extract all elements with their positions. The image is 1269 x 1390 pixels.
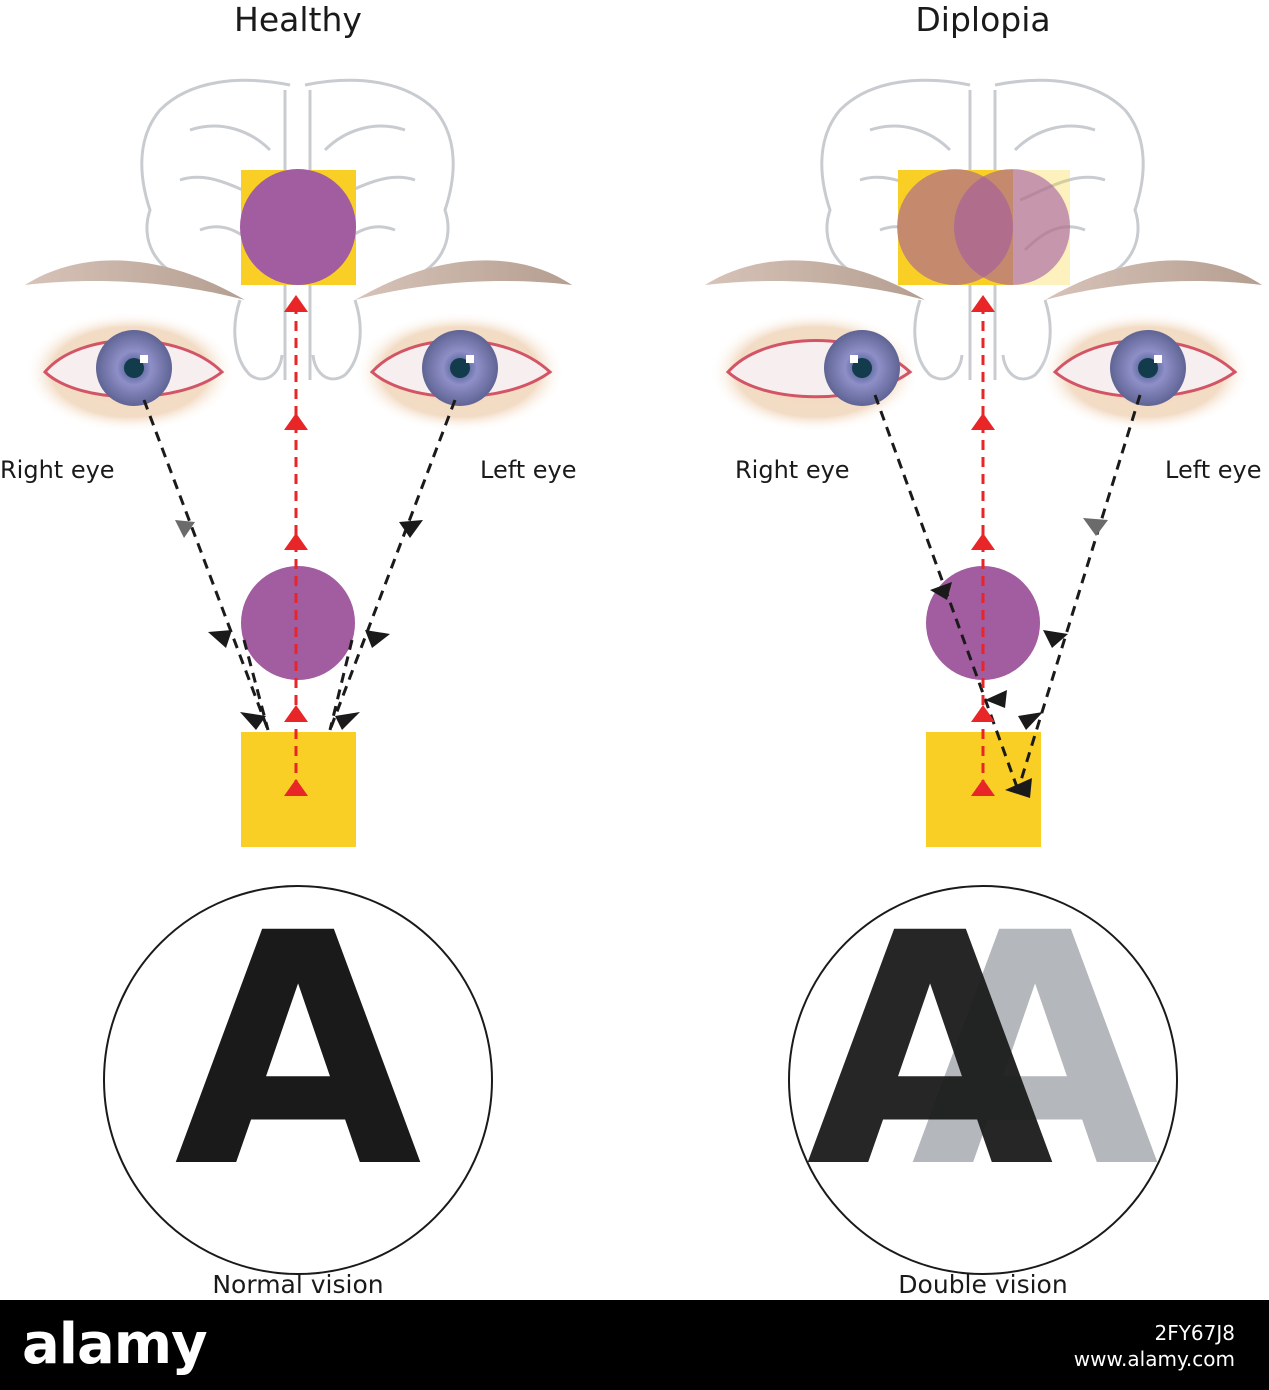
panel-title-diplopia: Diplopia xyxy=(915,0,1051,39)
caption-healthy: Normal vision xyxy=(212,1270,384,1299)
right-eye-label-diplopia: Right eye xyxy=(735,456,850,484)
left-eye-label-diplopia: Left eye xyxy=(1165,456,1262,484)
panel-title-healthy: Healthy xyxy=(234,0,362,39)
stock-footer-bar xyxy=(0,1300,1269,1390)
perceived-letter-diplopia: A xyxy=(806,866,1056,1238)
left-eye-label-healthy: Left eye xyxy=(480,456,577,484)
diplopia-panel: A A xyxy=(705,78,1262,1275)
black-arrowheads-diplopia xyxy=(930,518,1108,798)
image-id-text: 2FY67J8 xyxy=(1154,1321,1235,1345)
red-arrowheads-diplopia xyxy=(971,295,995,796)
right-eye-diplopia xyxy=(710,312,920,432)
stock-logo: alamy xyxy=(22,1312,208,1377)
object-circle-healthy xyxy=(241,566,355,680)
healthy-panel: A xyxy=(25,78,572,1275)
perceived-letter-healthy: A xyxy=(174,866,424,1238)
left-eyebrow-healthy xyxy=(355,260,572,300)
ghost-letter-diplopia: A xyxy=(911,866,1161,1238)
caption-diplopia: Double vision xyxy=(898,1270,1068,1299)
right-eyebrow-healthy xyxy=(25,260,245,300)
lines-of-sight-healthy xyxy=(142,399,457,731)
right-eye-label-healthy: Right eye xyxy=(0,456,115,484)
right-eye-healthy xyxy=(25,312,235,432)
black-arrowheads-healthy xyxy=(175,520,423,730)
left-eyebrow-diplopia xyxy=(1045,260,1262,300)
brain-image-circle-healthy xyxy=(240,169,356,285)
image-url-text: www.alamy.com xyxy=(1073,1347,1235,1371)
stock-image-id: 2FY67J8 www.alamy.com xyxy=(1074,1320,1235,1372)
perception-circle-healthy xyxy=(103,885,493,1275)
brain-outline-healthy xyxy=(140,78,455,381)
perception-circle-diplopia xyxy=(788,885,1178,1275)
left-eye-healthy xyxy=(355,312,565,432)
brain-image-circle-b-diplopia xyxy=(954,169,1070,285)
object-circle-diplopia xyxy=(926,566,1040,680)
left-eye-diplopia xyxy=(1040,312,1250,432)
right-eyebrow-diplopia xyxy=(705,260,925,300)
red-arrowheads-healthy xyxy=(284,295,308,796)
